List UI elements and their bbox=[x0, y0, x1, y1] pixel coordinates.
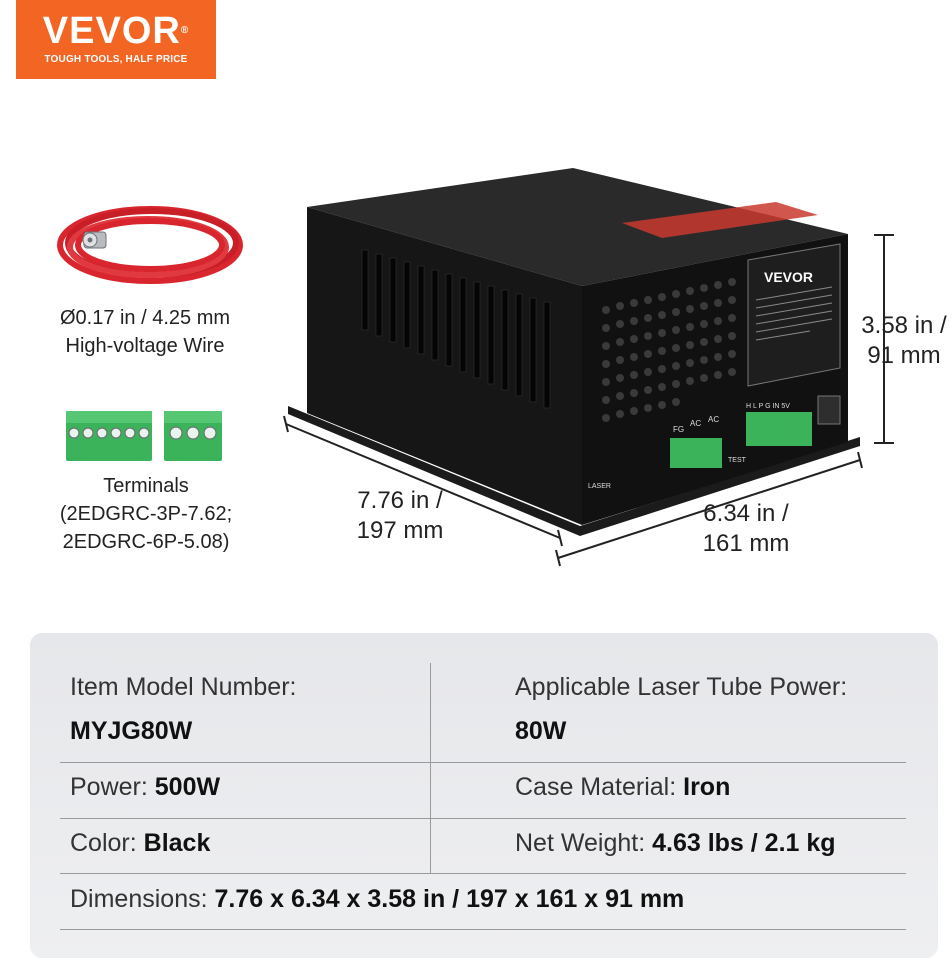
model-number-label: Item Model Number: bbox=[70, 673, 297, 701]
width-dimension-label: 6.34 in / 161 mm bbox=[702, 500, 790, 557]
dimensions-spec: Dimensions: 7.76 x 6.34 x 3.58 in / 197 … bbox=[70, 885, 685, 913]
power-spec: Power: 500W bbox=[70, 773, 221, 801]
svg-text:FG: FG bbox=[673, 425, 684, 434]
power-supply-image: VEVOR FG AC AC H L P G IN 5V TEST LASER bbox=[283, 168, 894, 567]
row-divider bbox=[60, 873, 906, 874]
device-brand-label: VEVOR bbox=[764, 269, 813, 285]
signal-terminal-block bbox=[746, 412, 812, 446]
brand-tagline: TOUGH TOOLS, HALF PRICE bbox=[44, 54, 188, 65]
svg-text:H L P G IN 5V: H L P G IN 5V bbox=[746, 403, 790, 410]
terminals-model-1: (2EDGRC-3P-7.62; bbox=[59, 503, 233, 525]
high-voltage-wire-image bbox=[57, 206, 243, 284]
ac-terminal-block bbox=[670, 438, 722, 468]
case-material-spec: Case Material: Iron bbox=[515, 773, 731, 801]
net-weight-spec: Net Weight: 4.63 lbs / 2.1 kg bbox=[515, 829, 836, 857]
svg-text:TEST: TEST bbox=[728, 457, 747, 464]
svg-text:AC: AC bbox=[708, 415, 719, 424]
wire-connector-icon bbox=[82, 231, 107, 249]
model-number-value: MYJG80W bbox=[70, 717, 193, 745]
dimension-lines bbox=[283, 234, 894, 567]
brand-logo-name: VEVOR® bbox=[42, 10, 190, 52]
terminals-image bbox=[66, 411, 222, 461]
terminal-3p-block bbox=[164, 411, 222, 461]
length-dimension-label: 7.76 in / 197 mm bbox=[356, 487, 444, 544]
column-divider bbox=[430, 663, 431, 873]
wire-name-label: High-voltage Wire bbox=[65, 335, 225, 357]
tube-power-label: Applicable Laser Tube Power: bbox=[515, 673, 848, 701]
color-spec: Color: Black bbox=[70, 829, 211, 857]
brand-logo: VEVOR® TOUGH TOOLS, HALF PRICE bbox=[16, 0, 216, 79]
svg-text:AC: AC bbox=[690, 419, 701, 428]
terminal-6p-block bbox=[66, 411, 152, 461]
spec-table: Item Model Number: MYJG80W Applicable La… bbox=[30, 633, 938, 958]
row-divider bbox=[60, 762, 906, 763]
row-divider bbox=[60, 929, 906, 930]
right-vent-holes bbox=[602, 278, 736, 422]
row-divider bbox=[60, 818, 906, 819]
height-dimension-label: 3.58 in / 91 mm bbox=[861, 312, 947, 369]
product-label-panel bbox=[747, 243, 841, 387]
wire-caption: Ø0.17 in / 4.25 mm High-voltage Wire bbox=[40, 304, 250, 360]
terminals-caption: Terminals (2EDGRC-3P-7.62; 2EDGRC-6P-5.0… bbox=[36, 472, 256, 556]
terminals-name-label: Terminals bbox=[103, 475, 189, 497]
terminals-model-2: 2EDGRC-6P-5.08) bbox=[62, 531, 230, 553]
rj45-port bbox=[817, 395, 841, 425]
wire-size-label: Ø0.17 in / 4.25 mm bbox=[59, 307, 231, 329]
tube-power-value: 80W bbox=[515, 717, 567, 745]
svg-text:LASER: LASER bbox=[588, 483, 611, 490]
left-vent-slots bbox=[361, 249, 551, 409]
